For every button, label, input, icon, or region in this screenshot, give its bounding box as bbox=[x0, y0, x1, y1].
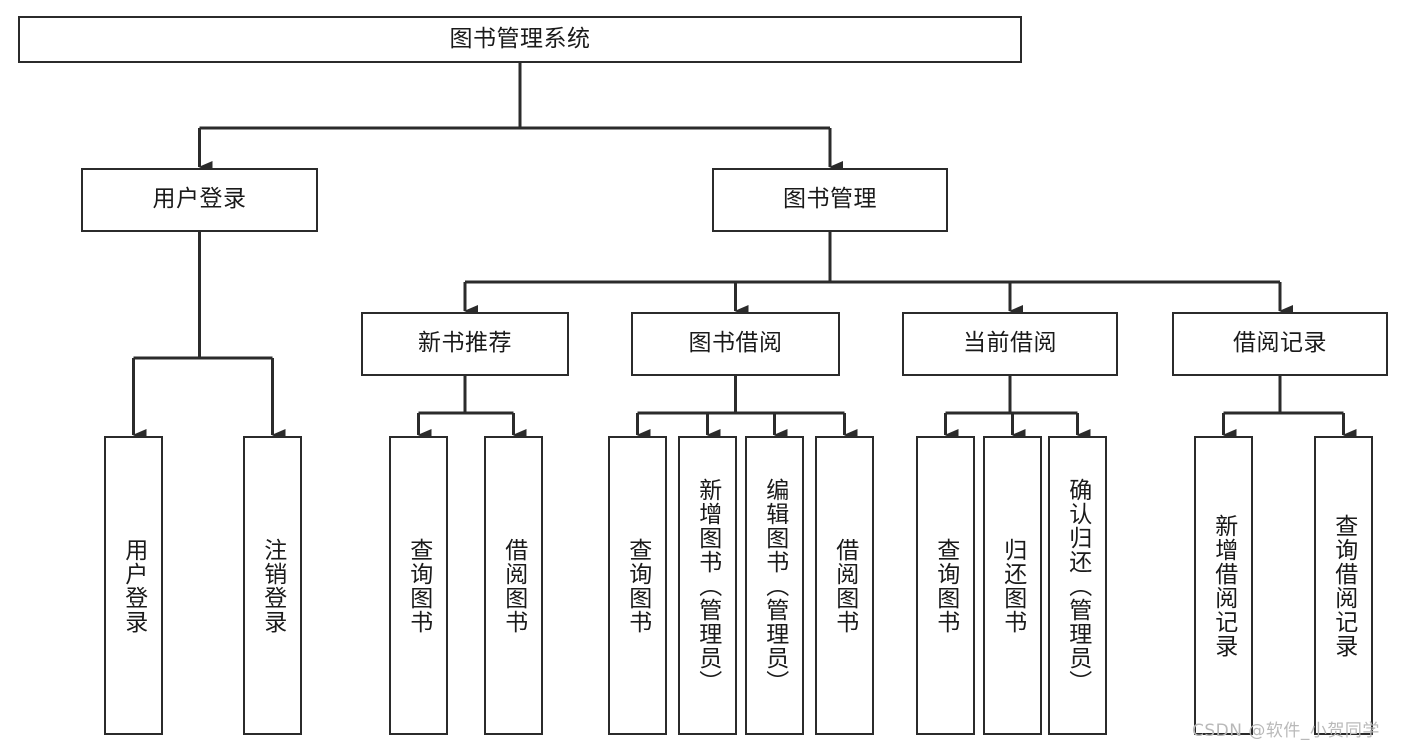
node-label: 查询图书 bbox=[405, 537, 432, 634]
node-label: 注销登录 bbox=[259, 537, 286, 634]
node-label: 图书借阅 bbox=[688, 330, 783, 357]
node-label: 查询借阅记录 bbox=[1330, 513, 1357, 658]
node-label: 新书推荐 bbox=[418, 330, 512, 357]
node-leaf-query-book-3[interactable]: 查询图书 bbox=[916, 436, 975, 735]
node-label: 借阅图书 bbox=[831, 537, 858, 634]
node-label: 图书管理系统 bbox=[449, 25, 591, 52]
node-leaf-add-record[interactable]: 新增借阅记录 bbox=[1194, 436, 1253, 735]
node-leaf-query-record[interactable]: 查询借阅记录 bbox=[1314, 436, 1373, 735]
node-leaf-confirm-return[interactable]: 确认归还（管理员） bbox=[1048, 436, 1107, 735]
node-label: 借阅记录 bbox=[1233, 330, 1327, 357]
node-new-book-recommend[interactable]: 新书推荐 bbox=[361, 312, 569, 376]
node-label: 编辑图书（管理员） bbox=[761, 477, 788, 694]
node-label: 查询图书 bbox=[932, 537, 959, 634]
node-current-borrow[interactable]: 当前借阅 bbox=[902, 312, 1118, 376]
node-leaf-return-book[interactable]: 归还图书 bbox=[983, 436, 1042, 735]
node-label: 新增借阅记录 bbox=[1210, 513, 1237, 658]
node-book-manage[interactable]: 图书管理 bbox=[712, 168, 948, 232]
node-label: 归还图书 bbox=[999, 537, 1026, 634]
node-label: 新增图书（管理员） bbox=[694, 477, 721, 694]
node-leaf-add-book[interactable]: 新增图书（管理员） bbox=[678, 436, 737, 735]
node-label: 借阅图书 bbox=[500, 537, 527, 634]
csdn-watermark: CSDN @软件_小贺同学 bbox=[1192, 721, 1380, 741]
node-leaf-edit-book[interactable]: 编辑图书（管理员） bbox=[745, 436, 804, 735]
node-label: 图书管理 bbox=[783, 186, 877, 213]
node-root[interactable]: 图书管理系统 bbox=[18, 16, 1022, 63]
node-leaf-user-login[interactable]: 用户登录 bbox=[104, 436, 163, 735]
node-leaf-logout[interactable]: 注销登录 bbox=[243, 436, 302, 735]
node-leaf-borrow-book-2[interactable]: 借阅图书 bbox=[815, 436, 874, 735]
node-user-login[interactable]: 用户登录 bbox=[81, 168, 318, 232]
node-leaf-query-book-1[interactable]: 查询图书 bbox=[389, 436, 448, 735]
node-book-borrow[interactable]: 图书借阅 bbox=[631, 312, 840, 376]
node-label: 用户登录 bbox=[120, 537, 147, 634]
node-borrow-record[interactable]: 借阅记录 bbox=[1172, 312, 1388, 376]
node-label: 查询图书 bbox=[624, 537, 651, 634]
node-label: 当前借阅 bbox=[963, 330, 1057, 357]
node-label: 确认归还（管理员） bbox=[1064, 477, 1091, 694]
node-leaf-query-book-2[interactable]: 查询图书 bbox=[608, 436, 667, 735]
node-leaf-borrow-book-1[interactable]: 借阅图书 bbox=[484, 436, 543, 735]
node-label: 用户登录 bbox=[152, 186, 247, 213]
